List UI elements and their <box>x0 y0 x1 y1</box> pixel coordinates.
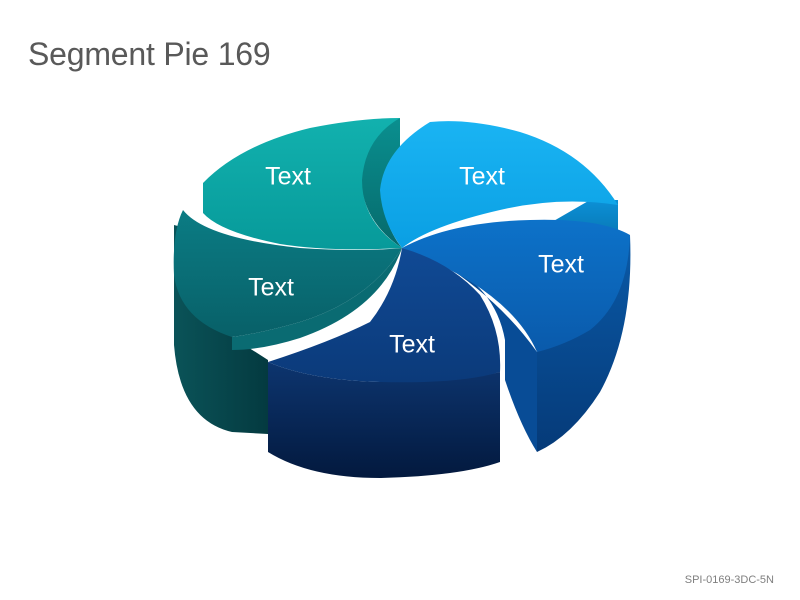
segment-blue-label: Text <box>538 251 584 279</box>
segment-blue <box>402 219 631 452</box>
segment-sky-top <box>380 121 618 248</box>
slide-code: SPI-0169-3DC-5N <box>684 574 774 586</box>
segment-navy <box>268 248 501 478</box>
segment-dark-teal <box>173 210 402 434</box>
segment-blue-top <box>402 219 630 352</box>
segment-navy-top <box>268 248 501 383</box>
segment-blue-inner <box>440 262 537 452</box>
segment-teal-label: Text <box>265 163 311 191</box>
segment-navy-side <box>268 362 500 478</box>
segment-teal-top <box>203 118 402 250</box>
page-title: Segment Pie 169 <box>28 36 271 72</box>
segment-dark-teal-top <box>173 210 402 337</box>
segment-navy-label: Text <box>389 331 435 359</box>
segment-sky-label: Text <box>459 163 505 191</box>
segment-blue-side <box>537 235 631 452</box>
segment-dark-teal-edge <box>232 248 402 350</box>
segment-dark-teal-label: Text <box>248 274 294 302</box>
